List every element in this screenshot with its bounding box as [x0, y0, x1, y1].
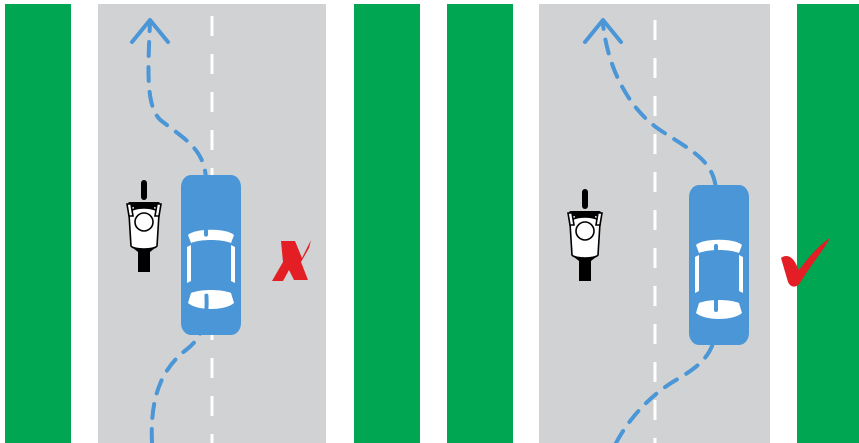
car-top-view-icon: [689, 185, 749, 345]
panel-correct: [447, 4, 859, 443]
car-top-view-icon: [181, 175, 241, 335]
grass-strip-right-outer: [797, 4, 859, 443]
dashed-arrow-path-icon: [130, 18, 209, 443]
grass-strip-center-left: [354, 4, 420, 443]
cross-icon: [272, 240, 311, 281]
dashed-arrow-path-icon: [583, 18, 718, 443]
grass-strip-center-right: [447, 4, 513, 443]
grass-strip-left-outer: [5, 4, 71, 443]
panel-incorrect: [5, 4, 326, 443]
check-icon: [781, 238, 830, 287]
